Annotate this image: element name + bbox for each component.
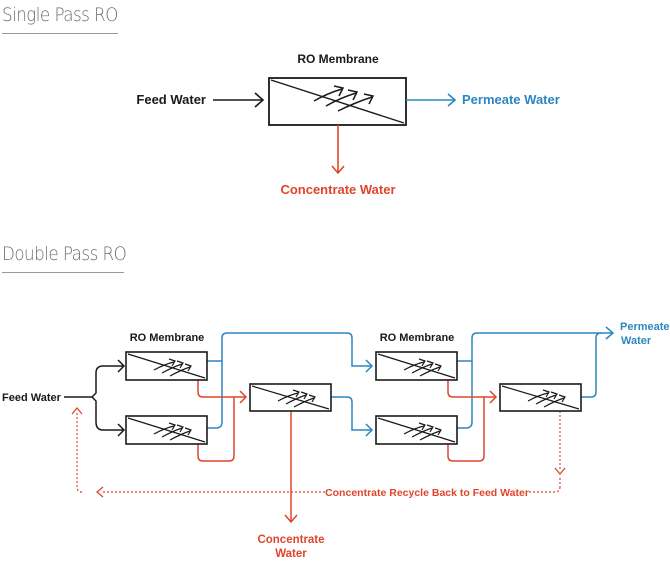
double-pass-title-rule	[2, 272, 124, 273]
double-recycle-loop	[76, 411, 561, 493]
double-membrane-stage1-bottom	[125, 415, 208, 445]
single-concentrate-arrow	[331, 125, 345, 175]
double-membrane-label-2: RO Membrane	[380, 332, 455, 344]
double-recycle-arrowheads	[71, 406, 566, 498]
double-pass-diagram: RO Membrane RO Membrane Feed Water	[2, 321, 670, 560]
double-recycle-label: Concentrate Recycle Back to Feed Water	[325, 487, 529, 499]
double-permeate-label-line2: Water	[621, 335, 652, 347]
single-permeate-label: Permeate Water	[462, 92, 560, 107]
single-pass-title-rule	[2, 33, 118, 34]
double-membrane-stage2-bottom	[375, 415, 458, 445]
double-membrane-stage2-combined	[499, 383, 582, 412]
double-concentrate-label-line1: Concentrate	[257, 534, 324, 546]
single-membrane-label: RO Membrane	[297, 52, 379, 66]
double-permeate-lines-stage2	[457, 326, 615, 429]
double-feed-split-lines	[64, 359, 126, 437]
membrane-flow-glyph	[313, 85, 375, 112]
single-ro-membrane	[268, 77, 407, 126]
double-membrane-stage1-combined	[249, 383, 332, 412]
double-concentrate-lines-stage1	[197, 380, 298, 524]
single-permeate-arrow	[406, 93, 457, 107]
double-permeate-lines-stage1	[207, 332, 374, 437]
single-feed-label: Feed Water	[136, 92, 206, 107]
double-feed-label: Feed Water	[2, 392, 62, 404]
double-permeate-label-line1: Permeate	[620, 321, 670, 333]
single-pass-title: Single Pass RO	[2, 4, 118, 26]
single-pass-diagram: RO Membrane Feed Water Permeate Water	[136, 52, 559, 197]
double-membrane-stage2-top	[375, 351, 458, 381]
double-membrane-label-1: RO Membrane	[130, 332, 205, 344]
double-pass-title: Double Pass RO	[2, 243, 127, 265]
single-concentrate-label: Concentrate Water	[280, 182, 395, 197]
single-feed-arrow	[213, 92, 265, 108]
double-membrane-stage1-top	[125, 351, 208, 381]
double-concentrate-lines-stage2	[447, 380, 498, 462]
double-concentrate-label-line2: Water	[275, 548, 307, 560]
